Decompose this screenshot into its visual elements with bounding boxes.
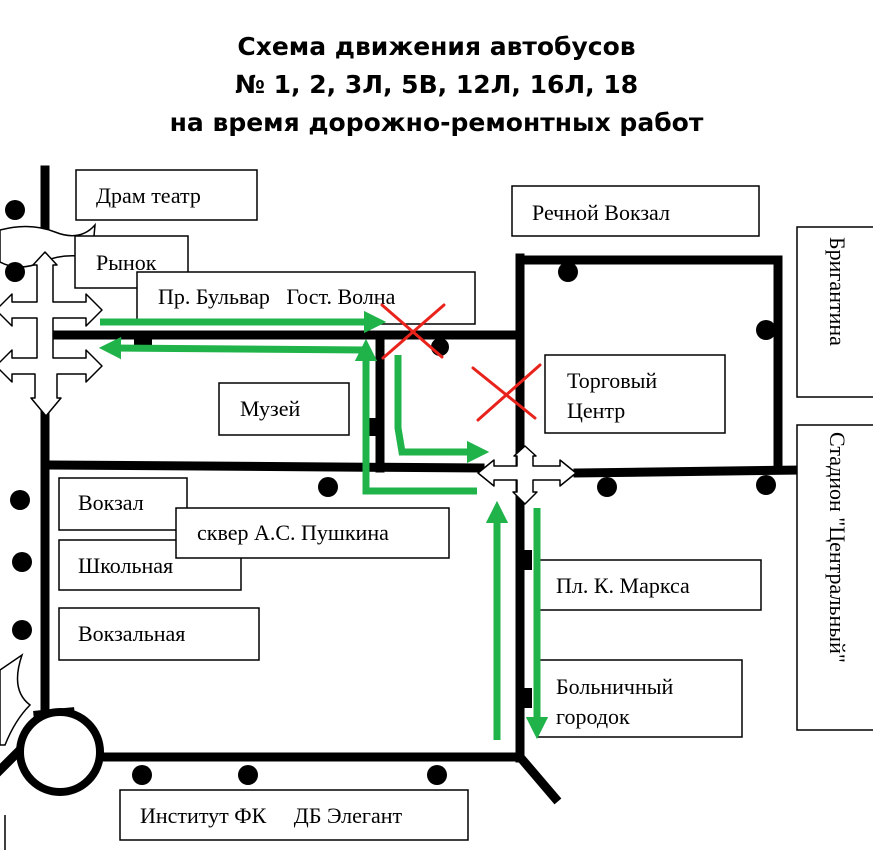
title-line-2: № 1, 2, 3Л, 5В, 12Л, 16Л, 18 [234,70,639,99]
bus-stop-icon [756,475,776,495]
label-institut-db: Институт ФК ДБ Элегант [140,803,402,828]
label-shkolnaya: Школьная [78,553,173,578]
label-bulvar-volna: Пр. Бульвар Гост. Волна [158,284,396,309]
bus-stop-icon [520,688,532,708]
intersection-arrows-icon [477,445,577,505]
bus-stop-icon [558,262,578,282]
bus-stop-icon [520,550,532,570]
bus-stop-icon [12,552,32,572]
label-vokzal: Вокзал [78,490,144,515]
roundabout [16,708,104,796]
label-pl-marksa: Пл. К. Маркса [556,573,690,598]
road-middle [45,460,485,473]
label-rynok: Рынок [96,250,157,275]
route-arrow-icon [354,338,477,495]
label-bolnichny-2: городок [556,704,630,729]
closed-road-x-icon [471,363,542,422]
map-title: Схема движения автобусов № 1, 2, 3Л, 5В,… [0,28,873,142]
label-brigantina: Бригантина [825,237,850,346]
bus-stop-icon [427,765,447,785]
bus-stop-icon [5,200,25,220]
route-arrow-icon [394,355,490,464]
place-labels: Драм театр Рынок Пр. Бульвар Гост. Волна… [58,169,873,841]
detour-routes [98,310,549,740]
road-stadion [573,465,803,478]
title-line-1: Схема движения автобусов [237,32,636,61]
bus-stops [5,200,776,785]
bus-stop-icon [132,765,152,785]
bus-stop-icon [597,477,617,497]
bus-stop-icon [318,477,338,497]
bus-stop-icon [12,620,32,640]
label-vokzalnaya: Вокзальная [78,621,185,646]
road-southeast [513,750,562,805]
bus-stop-icon [238,765,258,785]
closed-road-x-icon [380,303,446,360]
label-rechnoy-vokzal: Речной Вокзал [532,200,670,225]
bus-stop-icon [366,418,384,436]
label-bolnichny-1: Больничный [556,674,674,699]
label-dram-teatr: Драм театр [96,183,201,208]
label-muzey: Музей [240,396,300,421]
bus-stop-icon [756,320,776,340]
title-line-3: на время дорожно-ремонтных работ [169,108,704,137]
bus-stop-icon [10,490,30,510]
label-skver: сквер А.С. Пушкина [197,520,389,545]
intersection-arrows-icon [0,251,103,417]
bus-stop-icon [134,333,152,347]
bus-stop-icon [5,262,25,282]
road-break-symbol-sw [0,653,32,746]
route-arrow-icon [98,336,367,360]
label-torgovy-1: Торговый [567,368,657,393]
roads [0,165,803,805]
label-stadion: Стадион "Центральный" [825,432,850,663]
label-torgovy-2: Центр [567,398,625,423]
